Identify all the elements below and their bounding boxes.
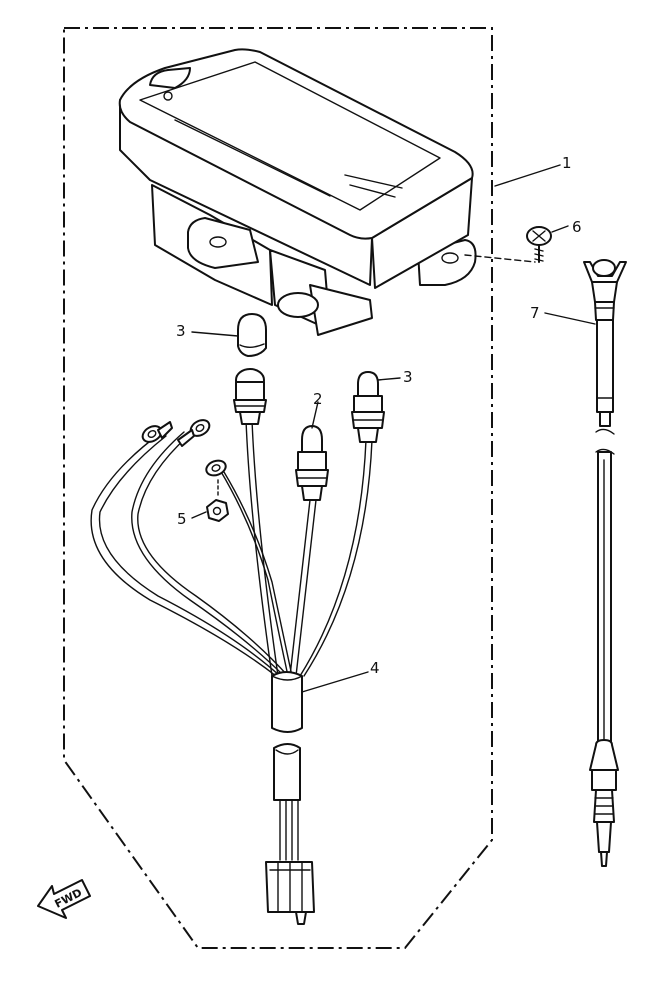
ring-terminal: [205, 459, 227, 477]
callout-4: 4: [370, 659, 380, 677]
ring-terminal: [141, 421, 173, 443]
callout-7: 7: [530, 304, 540, 322]
bulb-socket-part-3: [351, 371, 385, 443]
ring-terminal: [177, 419, 211, 447]
assembly-boundary: [63, 27, 493, 949]
callout-3-socket: 3: [403, 368, 413, 386]
alignment-line: [464, 254, 536, 263]
forward-arrow-icon: FWD: [37, 879, 91, 919]
wire-harness-part-4: [90, 368, 385, 925]
leader-lines: [191, 164, 596, 693]
callout-2: 2: [313, 390, 323, 408]
bulb-socket-part-2: [295, 425, 329, 501]
bulb-cap-part-3: [237, 313, 267, 357]
callout-1: 1: [562, 154, 572, 172]
callout-5: 5: [177, 510, 187, 528]
callout-6: 6: [572, 218, 582, 236]
bulb-socket: [233, 368, 267, 425]
screw-part-6: [526, 226, 552, 263]
meter-housing: [118, 48, 477, 336]
nut-part-5: [206, 479, 229, 522]
speedometer-cable-part-7: [583, 259, 627, 867]
callout-3-cap: 3: [176, 322, 186, 340]
